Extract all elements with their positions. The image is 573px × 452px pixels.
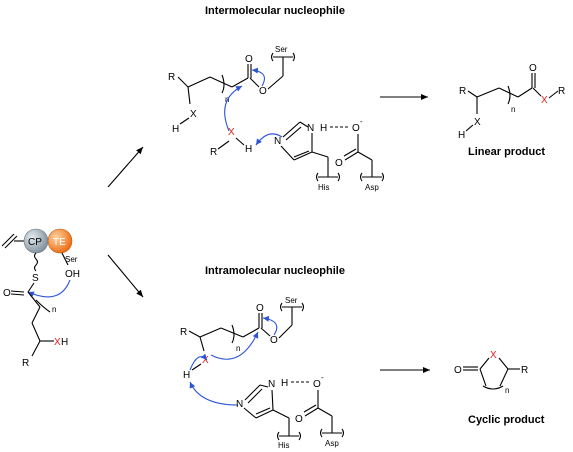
intra-ser-label: Ser	[285, 296, 298, 305]
cyc-n: n	[505, 386, 509, 395]
inter-ester-o: O	[259, 86, 267, 97]
intra-asp-o-minus: O	[313, 379, 321, 390]
carbonyl-o: O	[3, 288, 11, 299]
lin-carbonyl-o: O	[529, 63, 537, 74]
curly-intra-his	[189, 381, 239, 406]
sulfur-atom: S	[32, 273, 39, 284]
title-intramolecular: Intramolecular nucleophile	[205, 265, 345, 277]
inter-h1: H	[172, 124, 179, 135]
arrow-to-intermolecular	[107, 146, 144, 188]
lin-r: R	[459, 86, 466, 97]
curly-inter-carbonyl	[251, 67, 265, 87]
intra-asp-o: O	[295, 414, 303, 425]
intra-his-nh: N	[268, 379, 275, 390]
intra-n: n	[236, 344, 240, 353]
inter-carbonyl-o: O	[245, 54, 253, 65]
lin-h: H	[458, 130, 465, 141]
inter-h2: H	[245, 144, 252, 155]
intra-x: X	[202, 355, 209, 366]
inter-ser-label: Ser	[275, 45, 288, 54]
curly-intra-x-attack	[210, 331, 259, 360]
te-label: TE	[53, 237, 66, 248]
curly-intra-carbonyl	[262, 315, 278, 336]
inter-his-h: H	[320, 123, 327, 134]
intra-asp-label: Asp	[325, 439, 339, 448]
inter-asp-minus: -	[360, 117, 363, 126]
chain-r: R	[22, 358, 29, 369]
cyc-ring-x: X	[490, 350, 497, 361]
cyclic-product: O X n R Cyclic product	[454, 350, 545, 426]
intra-r: R	[180, 327, 187, 338]
linear-product: R X H n O X R Linear product	[458, 63, 565, 158]
cyc-r: R	[521, 365, 528, 376]
chain-h: H	[61, 337, 68, 348]
intermolecular-intermediate: R X H n O O Ser R X H N N H	[168, 45, 385, 192]
inter-x1: X	[190, 109, 197, 120]
lin-r2: R	[558, 86, 565, 97]
title-intermolecular: Intermolecular nucleophile	[205, 5, 345, 17]
lin-n: n	[511, 105, 515, 114]
cyc-carbonyl-o: O	[454, 365, 462, 376]
intra-h: H	[183, 370, 190, 381]
inter-his-nh: N	[307, 123, 314, 134]
intra-his-label: His	[278, 441, 290, 450]
intra-his-n1: N	[236, 399, 243, 410]
cp-te-substrate: CP TE S Ser OH O n R X H	[1, 228, 80, 369]
inter-asp-o-minus: O	[352, 123, 360, 134]
intra-ester-o: O	[270, 335, 278, 346]
te-oh: OH	[65, 269, 80, 280]
intra-carbonyl-o: O	[256, 303, 264, 314]
cyclic-product-label: Cyclic product	[468, 414, 545, 426]
linear-product-label: Linear product	[468, 146, 545, 158]
inter-asp-label: Asp	[365, 183, 379, 192]
inter-his-n1: N	[274, 136, 281, 147]
inter-x2: X	[228, 127, 235, 138]
inter-his-label: His	[318, 183, 330, 192]
curly-inter-his	[255, 133, 283, 146]
te-domain	[47, 228, 73, 254]
cp-label: CP	[28, 237, 42, 248]
inter-r2: R	[210, 147, 217, 158]
te-ser-label: Ser	[65, 255, 78, 264]
curly-oh-attack	[27, 279, 71, 298]
lin-x-red: X	[541, 95, 548, 106]
inter-asp-o: O	[335, 158, 343, 169]
intra-his-h: H	[281, 378, 288, 389]
arrow-to-intramolecular	[107, 254, 144, 298]
curly-intra-h	[189, 353, 208, 371]
chain-n: n	[52, 305, 56, 314]
chain-x: X	[54, 337, 61, 348]
intra-asp-minus: -	[321, 373, 324, 382]
inter-r1: R	[168, 72, 175, 83]
reaction-arrows	[107, 94, 430, 373]
curly-inter-x-attack	[224, 85, 243, 132]
lin-x: X	[474, 117, 481, 128]
intramolecular-intermediate: R X H n O O Ser N N H	[180, 296, 345, 450]
